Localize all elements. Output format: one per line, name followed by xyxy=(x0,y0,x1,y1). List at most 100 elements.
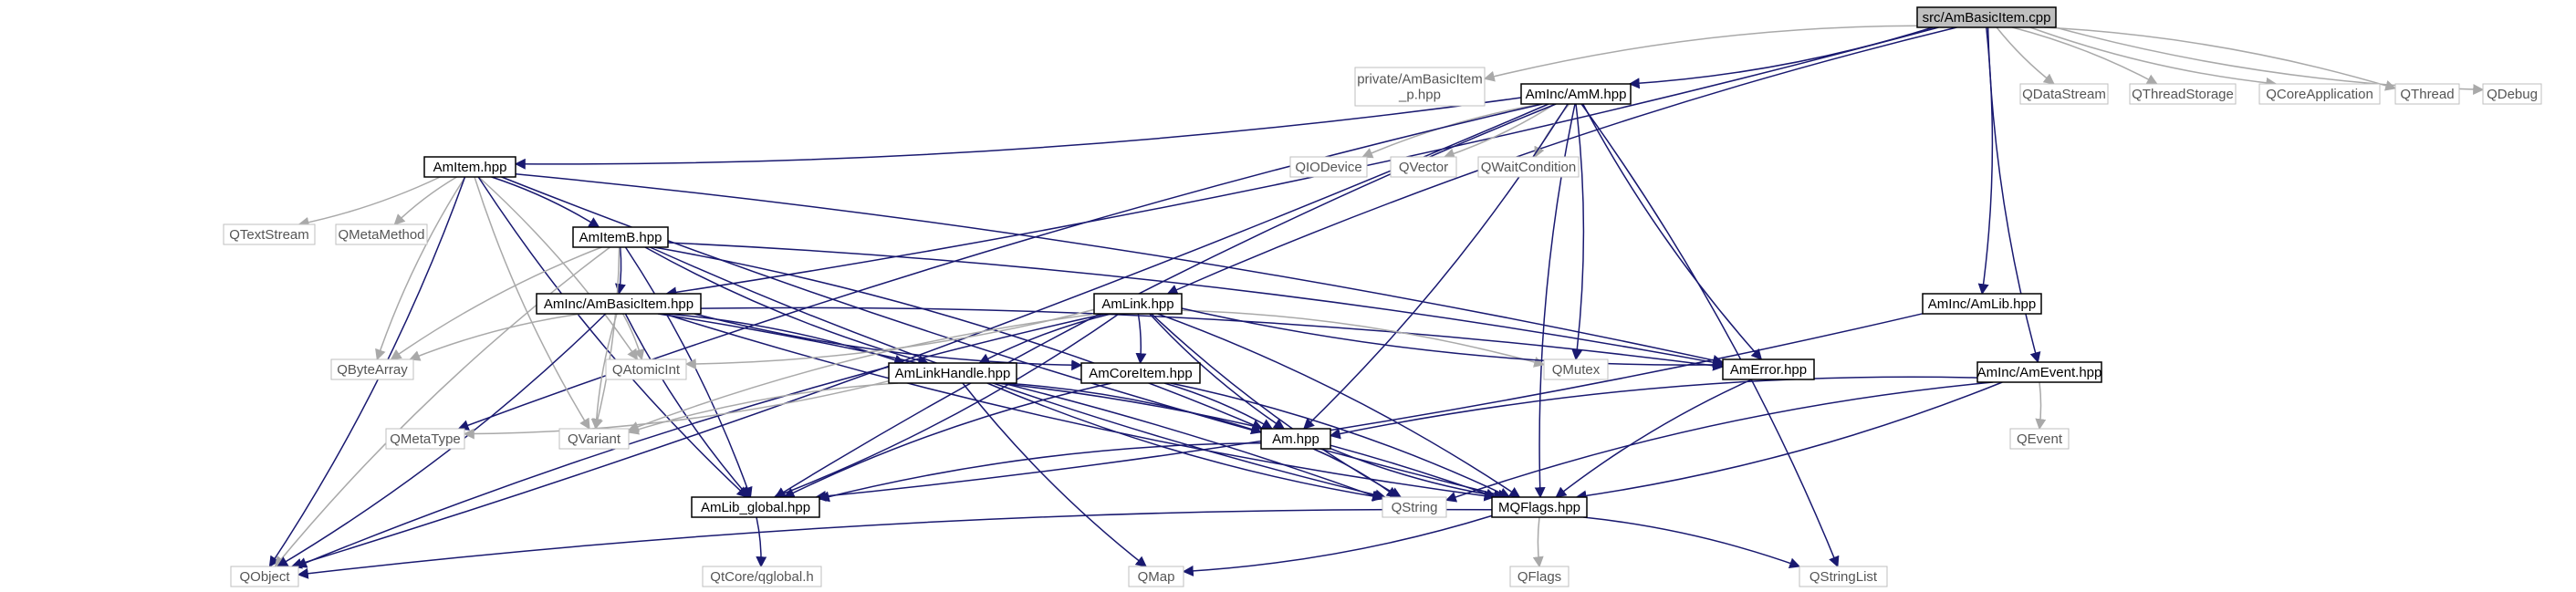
node-label-qmutex: QMutex xyxy=(1552,362,1601,378)
edge-ambasicitem-to-qbytearray xyxy=(409,313,581,361)
node-box-amitem xyxy=(423,156,516,178)
node-priv[interactable]: private/AmBasicItem_p.hpp xyxy=(1354,67,1486,107)
edge-amitem-to-qmetamethod xyxy=(393,176,457,225)
edge-amm-to-amerror xyxy=(1582,103,1763,360)
node-amlink[interactable]: AmLink.hpp xyxy=(1093,293,1183,315)
edge-amlibglobal-to-qtcore xyxy=(756,516,767,568)
node-qmetamethod[interactable]: QMetaMethod xyxy=(335,223,428,245)
node-label-amitem: AmItem.hpp xyxy=(433,160,507,175)
node-qiodevice[interactable]: QIODevice xyxy=(1289,156,1368,178)
node-label-amerror: AmError.hpp xyxy=(1730,362,1807,378)
node-amlinkhandle[interactable]: AmLinkHandle.hpp xyxy=(888,362,1017,384)
node-label-qstring: QString xyxy=(1392,500,1438,515)
node-label-qmap: QMap xyxy=(1138,569,1175,585)
edge-amerror-to-mqflags xyxy=(1555,379,1753,498)
node-box-qevent xyxy=(2009,428,2070,450)
edge-amm-to-qmutex xyxy=(1571,103,1585,361)
node-amevent[interactable]: AmInc/AmEvent.hpp xyxy=(1976,361,2102,383)
node-amlib[interactable]: AmInc/AmLib.hpp xyxy=(1922,293,2042,315)
node-label-qthread: QThread xyxy=(2400,87,2454,102)
node-box-qvariant xyxy=(558,428,630,450)
node-qatomicint[interactable]: QAtomicInt xyxy=(605,358,687,380)
node-amlibglobal[interactable]: AmLib_global.hpp xyxy=(691,496,820,518)
edge-root-to-qthreadstorage xyxy=(2012,26,2158,85)
node-amhpp[interactable]: Am.hpp xyxy=(1260,428,1331,450)
node-amitem[interactable]: AmItem.hpp xyxy=(423,156,516,178)
edge-root-to-priv xyxy=(1483,25,1918,82)
edge-amlinkhandle-to-qmetatype xyxy=(463,379,890,440)
edge-root-to-qthread xyxy=(2044,26,2397,91)
node-box-qbytearray xyxy=(330,358,414,380)
node-label-qcoreapp: QCoreApplication xyxy=(2266,87,2373,102)
node-qthread[interactable]: QThread xyxy=(2394,83,2460,105)
node-mqflags[interactable]: MQFlags.hpp xyxy=(1491,496,1588,518)
node-qmap[interactable]: QMap xyxy=(1128,566,1184,587)
node-label-priv: private/AmBasicItem_p.hpp xyxy=(1357,72,1483,103)
node-qbytearray[interactable]: QByteArray xyxy=(330,358,414,380)
edge-amcoreitem-to-mqflags xyxy=(1170,382,1511,498)
node-label-qdatastream: QDataStream xyxy=(2022,87,2106,102)
edge-amhpp-to-mqflags xyxy=(1330,448,1505,502)
node-box-amevent xyxy=(1976,361,2102,383)
node-ambasicitem[interactable]: AmInc/AmBasicItem.hpp xyxy=(536,293,702,315)
node-root[interactable]: src/AmBasicItem.cpp xyxy=(1916,6,2057,28)
edge-amitem-to-qtextstream xyxy=(297,176,441,228)
edge-mqflags-to-qflags xyxy=(1532,516,1544,568)
node-box-qmetamethod xyxy=(335,223,428,245)
node-amm[interactable]: AmInc/AmM.hpp xyxy=(1520,83,1632,105)
node-box-amlibglobal xyxy=(691,496,820,518)
edge-amlinkhandle-to-qvariant xyxy=(627,382,899,435)
edge-mqflags-to-qstringlist xyxy=(1583,516,1801,569)
node-qwaitcond[interactable]: QWaitCondition xyxy=(1477,156,1580,178)
edge-amlib-to-amlibglobal xyxy=(815,313,1924,502)
node-label-qflags: QFlags xyxy=(1517,569,1561,585)
node-qmetatype[interactable]: QMetaType xyxy=(385,428,465,450)
edge-amcoreitem-to-amhpp xyxy=(1163,382,1274,430)
node-box-qobject xyxy=(230,566,299,587)
node-amcoreitem[interactable]: AmCoreItem.hpp xyxy=(1080,362,1201,384)
node-box-mqflags xyxy=(1491,496,1588,518)
node-qstring[interactable]: QString xyxy=(1382,496,1447,518)
node-box-qatomicint xyxy=(605,358,687,380)
edge-root-to-amlib xyxy=(1977,26,1994,296)
node-qevent[interactable]: QEvent xyxy=(2009,428,2070,450)
node-qvector[interactable]: QVector xyxy=(1390,156,1457,178)
edge-root-to-amlink xyxy=(1166,26,1957,296)
edge-ambasicitem-to-qobject xyxy=(276,313,607,567)
node-label-amitemb: AmItemB.hpp xyxy=(579,230,662,245)
node-label-amevent: AmInc/AmEvent.hpp xyxy=(1977,365,2102,380)
node-label-mqflags: MQFlags.hpp xyxy=(1498,500,1580,515)
edge-ambasicitem-to-qvariant xyxy=(590,313,618,431)
edge-amlink-to-amlibglobal xyxy=(773,313,1120,499)
node-box-root xyxy=(1916,6,2057,28)
node-qcoreapp[interactable]: QCoreApplication xyxy=(2258,83,2381,105)
edge-amlink-to-amcoreitem xyxy=(1135,313,1147,365)
node-qobject[interactable]: QObject xyxy=(230,566,299,587)
node-qflags[interactable]: QFlags xyxy=(1509,566,1570,587)
edge-amitemb-to-ambasicitem xyxy=(614,246,626,296)
node-qdatastream[interactable]: QDataStream xyxy=(2019,83,2109,105)
node-qvariant[interactable]: QVariant xyxy=(558,428,630,450)
node-qtextstream[interactable]: QTextStream xyxy=(223,223,316,245)
edge-amlink-to-qobject xyxy=(296,313,1106,568)
edge-ambasicitem-to-qstring xyxy=(657,313,1384,501)
node-amitemb[interactable]: AmItemB.hpp xyxy=(572,226,669,248)
edge-amitemb-to-qbytearray xyxy=(390,246,602,360)
edge-amlink-to-qvariant xyxy=(627,313,1098,432)
node-amerror[interactable]: AmError.hpp xyxy=(1722,358,1815,380)
node-qstringlist[interactable]: QStringList xyxy=(1799,566,1888,587)
node-box-amhpp xyxy=(1260,428,1331,450)
edge-amitemb-to-qobject xyxy=(274,246,610,567)
node-box-amcoreitem xyxy=(1080,362,1201,384)
node-qtcore[interactable]: QtCore/qglobal.h xyxy=(702,566,822,587)
edge-amevent-to-mqflags xyxy=(1575,381,2003,502)
edge-amitemb-to-qvariant xyxy=(592,246,621,431)
node-qdebug[interactable]: QDebug xyxy=(2482,83,2542,105)
edge-amm-to-qvector xyxy=(1443,103,1556,160)
node-qthreadstorage[interactable]: QThreadStorage xyxy=(2129,83,2237,105)
node-box-qtcore xyxy=(702,566,822,587)
edge-amhpp-to-qstring xyxy=(1312,448,1398,498)
node-qmutex[interactable]: QMutex xyxy=(1543,358,1609,380)
node-box-amitemb xyxy=(572,226,669,248)
node-label-qobject: QObject xyxy=(239,569,290,585)
